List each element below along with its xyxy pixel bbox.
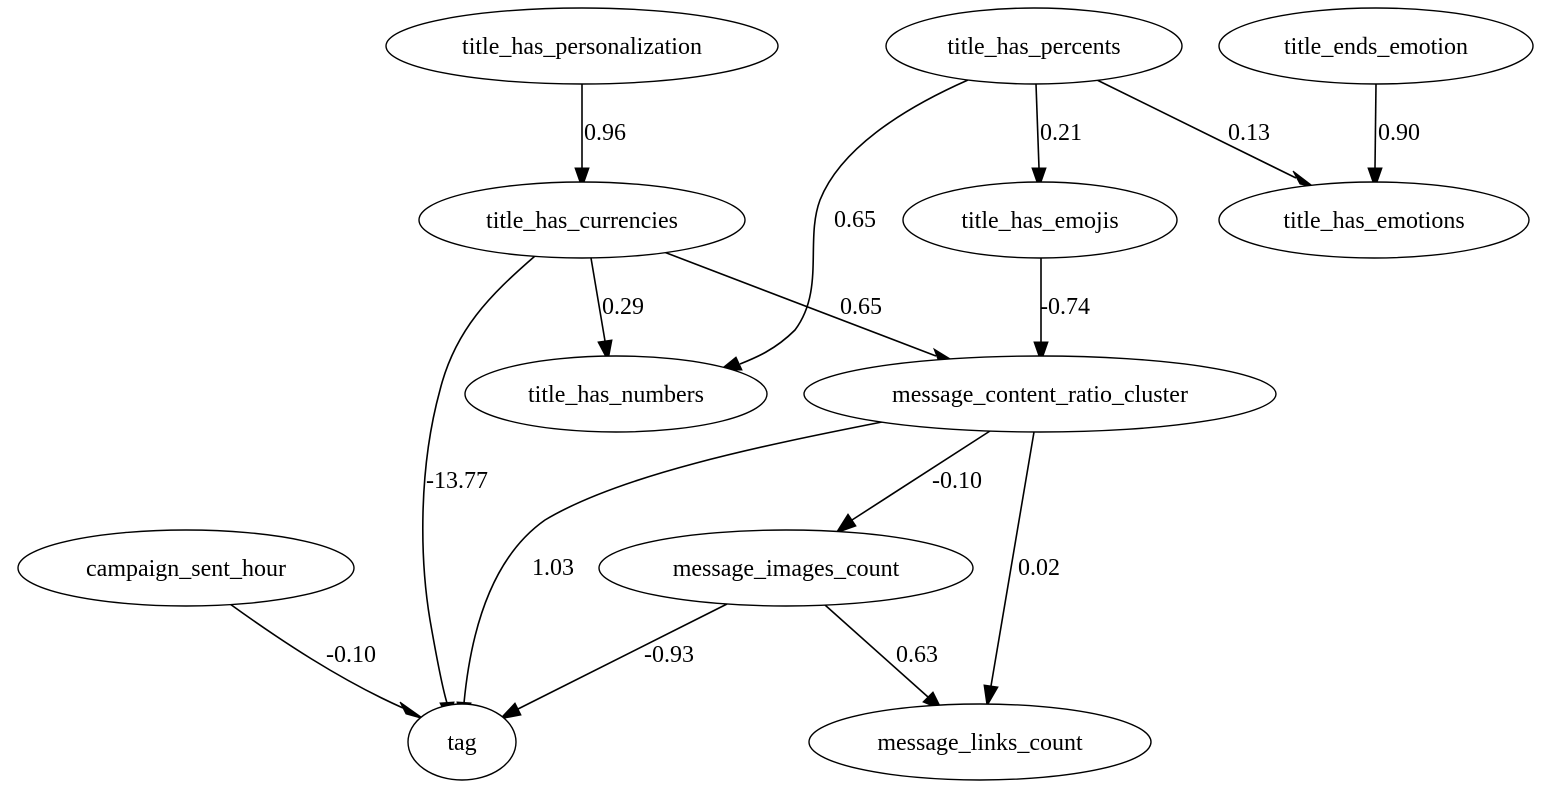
node-tag: tag (407, 703, 517, 781)
edge-label: -0.10 (326, 642, 376, 668)
edge-ends-emotion-to-emotions: 0.90 (1367, 83, 1420, 190)
edge-label: -0.93 (644, 642, 694, 668)
node-title-has-emotions: title_has_emotions (1218, 181, 1530, 259)
edge-currencies-to-tag: -13.77 (422, 255, 536, 723)
node-title-has-percents: title_has_percents (885, 7, 1183, 85)
edge-percents-to-numbers: 0.65 (718, 79, 969, 371)
edge-label: 0.29 (602, 294, 644, 320)
svg-text:tag: tag (447, 730, 476, 756)
node-message-images-count: message_images_count (598, 529, 974, 607)
edge-currencies-to-numbers: 0.29 (590, 257, 644, 363)
svg-text:title_has_emojis: title_has_emojis (961, 208, 1118, 234)
edge-personalization-to-currencies: 0.96 (574, 84, 626, 190)
edge-label: 0.02 (1018, 555, 1060, 581)
edge-content-ratio-to-images-count: -0.10 (834, 430, 991, 534)
svg-text:message_images_count: message_images_count (673, 556, 900, 582)
edge-label: 0.96 (584, 120, 626, 146)
edge-label: 0.90 (1378, 120, 1420, 146)
edge-content-ratio-to-links-count: 0.02 (983, 431, 1060, 708)
edge-label: 0.63 (896, 642, 938, 668)
edge-label: -13.77 (426, 468, 488, 494)
node-message-links-count: message_links_count (808, 703, 1152, 781)
edge-label: 0.21 (1040, 120, 1082, 146)
edge-percents-to-emotions: 0.13 (1096, 79, 1315, 188)
edge-images-count-to-links-count: 0.63 (824, 604, 944, 711)
node-title-ends-emotion: title_ends_emotion (1218, 7, 1534, 85)
svg-text:title_ends_emotion: title_ends_emotion (1284, 34, 1468, 60)
edge-images-count-to-tag: -0.93 (498, 603, 728, 720)
node-campaign-sent-hour: campaign_sent_hour (17, 529, 355, 607)
edge-label: 1.03 (532, 555, 574, 581)
svg-text:title_has_currencies: title_has_currencies (486, 208, 678, 234)
edge-label: 0.65 (840, 294, 882, 320)
node-title-has-personalization: title_has_personalization (385, 7, 779, 85)
svg-text:campaign_sent_hour: campaign_sent_hour (86, 556, 286, 582)
edge-sent-hour-to-tag: -0.10 (229, 603, 425, 720)
node-title-has-currencies: title_has_currencies (418, 181, 746, 259)
edge-currencies-to-content-ratio: 0.65 (663, 251, 958, 364)
edge-label: -0.74 (1040, 294, 1090, 320)
edge-percents-to-emojis: 0.21 (1031, 83, 1082, 190)
svg-text:message_content_ratio_cluster: message_content_ratio_cluster (892, 382, 1188, 408)
edge-label: -0.10 (932, 468, 982, 494)
node-title-has-emojis: title_has_emojis (902, 181, 1178, 259)
node-title-has-numbers: title_has_numbers (464, 355, 768, 433)
edge-label: 0.13 (1228, 120, 1270, 146)
svg-text:title_has_personalization: title_has_personalization (462, 34, 702, 60)
edge-emojis-to-content-ratio: -0.74 (1033, 258, 1090, 364)
svg-text:title_has_emotions: title_has_emotions (1283, 208, 1464, 234)
node-message-content-ratio-cluster: message_content_ratio_cluster (803, 355, 1277, 433)
svg-text:title_has_numbers: title_has_numbers (528, 382, 704, 408)
svg-text:message_links_count: message_links_count (877, 730, 1083, 756)
edge-label: 0.65 (834, 207, 876, 233)
svg-text:title_has_percents: title_has_percents (947, 34, 1120, 60)
